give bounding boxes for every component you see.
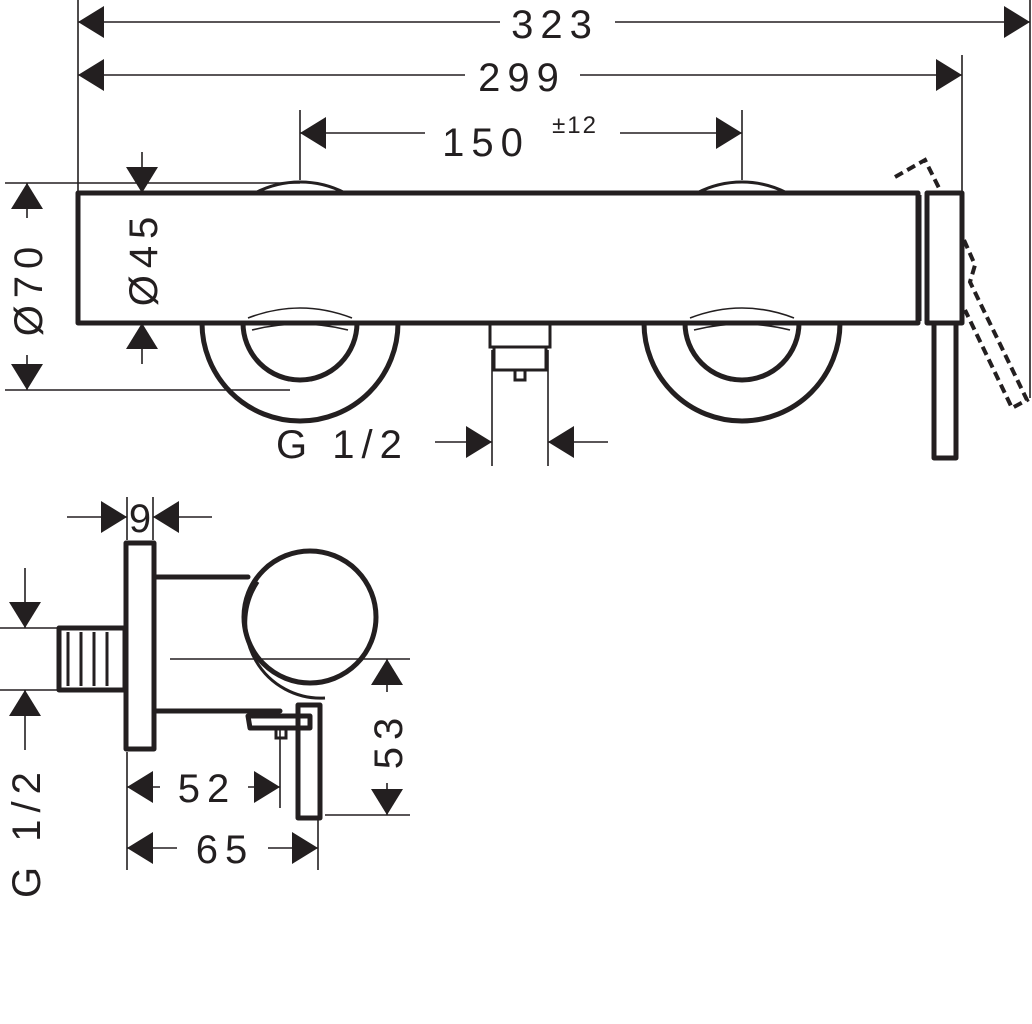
dimension-lever-height: 53 <box>367 659 411 815</box>
side-lever <box>295 702 323 821</box>
side-view: 9 G 1/2 <box>0 497 411 898</box>
mixer-body <box>75 190 921 326</box>
dimension-323: 323 <box>78 3 1030 47</box>
lever-height-label: 53 <box>367 711 411 770</box>
dimension-150: 150 ±12 <box>300 112 742 165</box>
dimension-body-diameter: Ø45 <box>122 152 166 364</box>
rosette-diameter-label: Ø70 <box>7 240 51 337</box>
body-diameter-label: Ø45 <box>122 210 166 307</box>
rosette-right <box>641 180 843 424</box>
dimension-plate-thickness: 9 <box>67 497 212 541</box>
dimension-total-projection: 65 <box>127 828 318 872</box>
lever-handle <box>918 190 965 461</box>
front-view: 323 299 150 ±12 <box>5 0 1031 467</box>
body-width-label: 299 <box>478 56 566 100</box>
connection-spacing-label: 150 <box>442 121 530 165</box>
lever-rotated-outline <box>894 157 1030 411</box>
outlet-connector <box>488 323 552 382</box>
plate-thickness-label: 9 <box>129 497 151 541</box>
extension-lines <box>5 0 1031 466</box>
connection-tolerance-label: ±12 <box>552 112 598 139</box>
rosette-left <box>199 180 401 424</box>
dimension-outlet-projection: 52 <box>127 767 280 811</box>
side-extension-lines <box>0 497 410 870</box>
wall-plate <box>123 540 157 752</box>
dimension-outlet-thread: G 1/2 <box>276 423 608 467</box>
dimension-rosette-diameter: Ø70 <box>7 183 51 390</box>
inlet-thread-label: G 1/2 <box>5 765 49 898</box>
inlet-thread <box>56 625 128 693</box>
dimension-inlet-thread: G 1/2 <box>5 568 49 898</box>
dimension-299: 299 <box>78 56 962 100</box>
outlet-thread-label: G 1/2 <box>276 423 409 467</box>
total-projection-label: 65 <box>196 828 255 872</box>
outlet-projection-label: 52 <box>178 767 237 811</box>
side-body <box>152 548 379 740</box>
overall-width-label: 323 <box>511 3 599 47</box>
